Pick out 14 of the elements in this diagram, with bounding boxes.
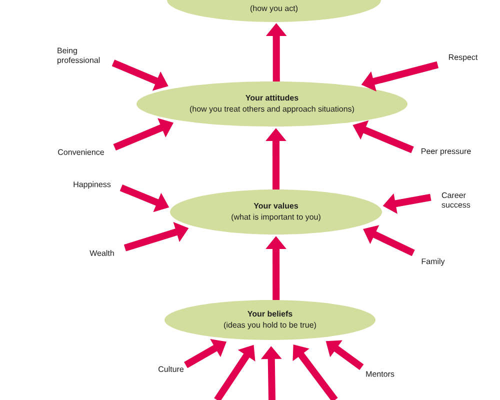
factor-label: Culture xyxy=(158,366,184,372)
factor-label: Peer pressure xyxy=(422,148,471,156)
arrow xyxy=(292,344,338,400)
factor-label: Being professional xyxy=(58,47,100,65)
factor-label: Convenience xyxy=(58,149,104,155)
ellipse-node: Your values (what is important to you) xyxy=(170,190,382,234)
factor-label: Respect xyxy=(449,54,478,62)
factor-label: Happiness xyxy=(74,181,111,189)
ellipse-node: Your attitudes (how you treat others and approach situations) xyxy=(136,82,408,126)
ellipse-node: Your beliefs (ideas you hold to be true) xyxy=(164,300,376,340)
factor-label: Mentors xyxy=(366,371,394,377)
factor-label: Wealth xyxy=(90,250,114,256)
factor-label: Career success xyxy=(442,192,470,208)
factor-label: Family xyxy=(422,258,445,266)
